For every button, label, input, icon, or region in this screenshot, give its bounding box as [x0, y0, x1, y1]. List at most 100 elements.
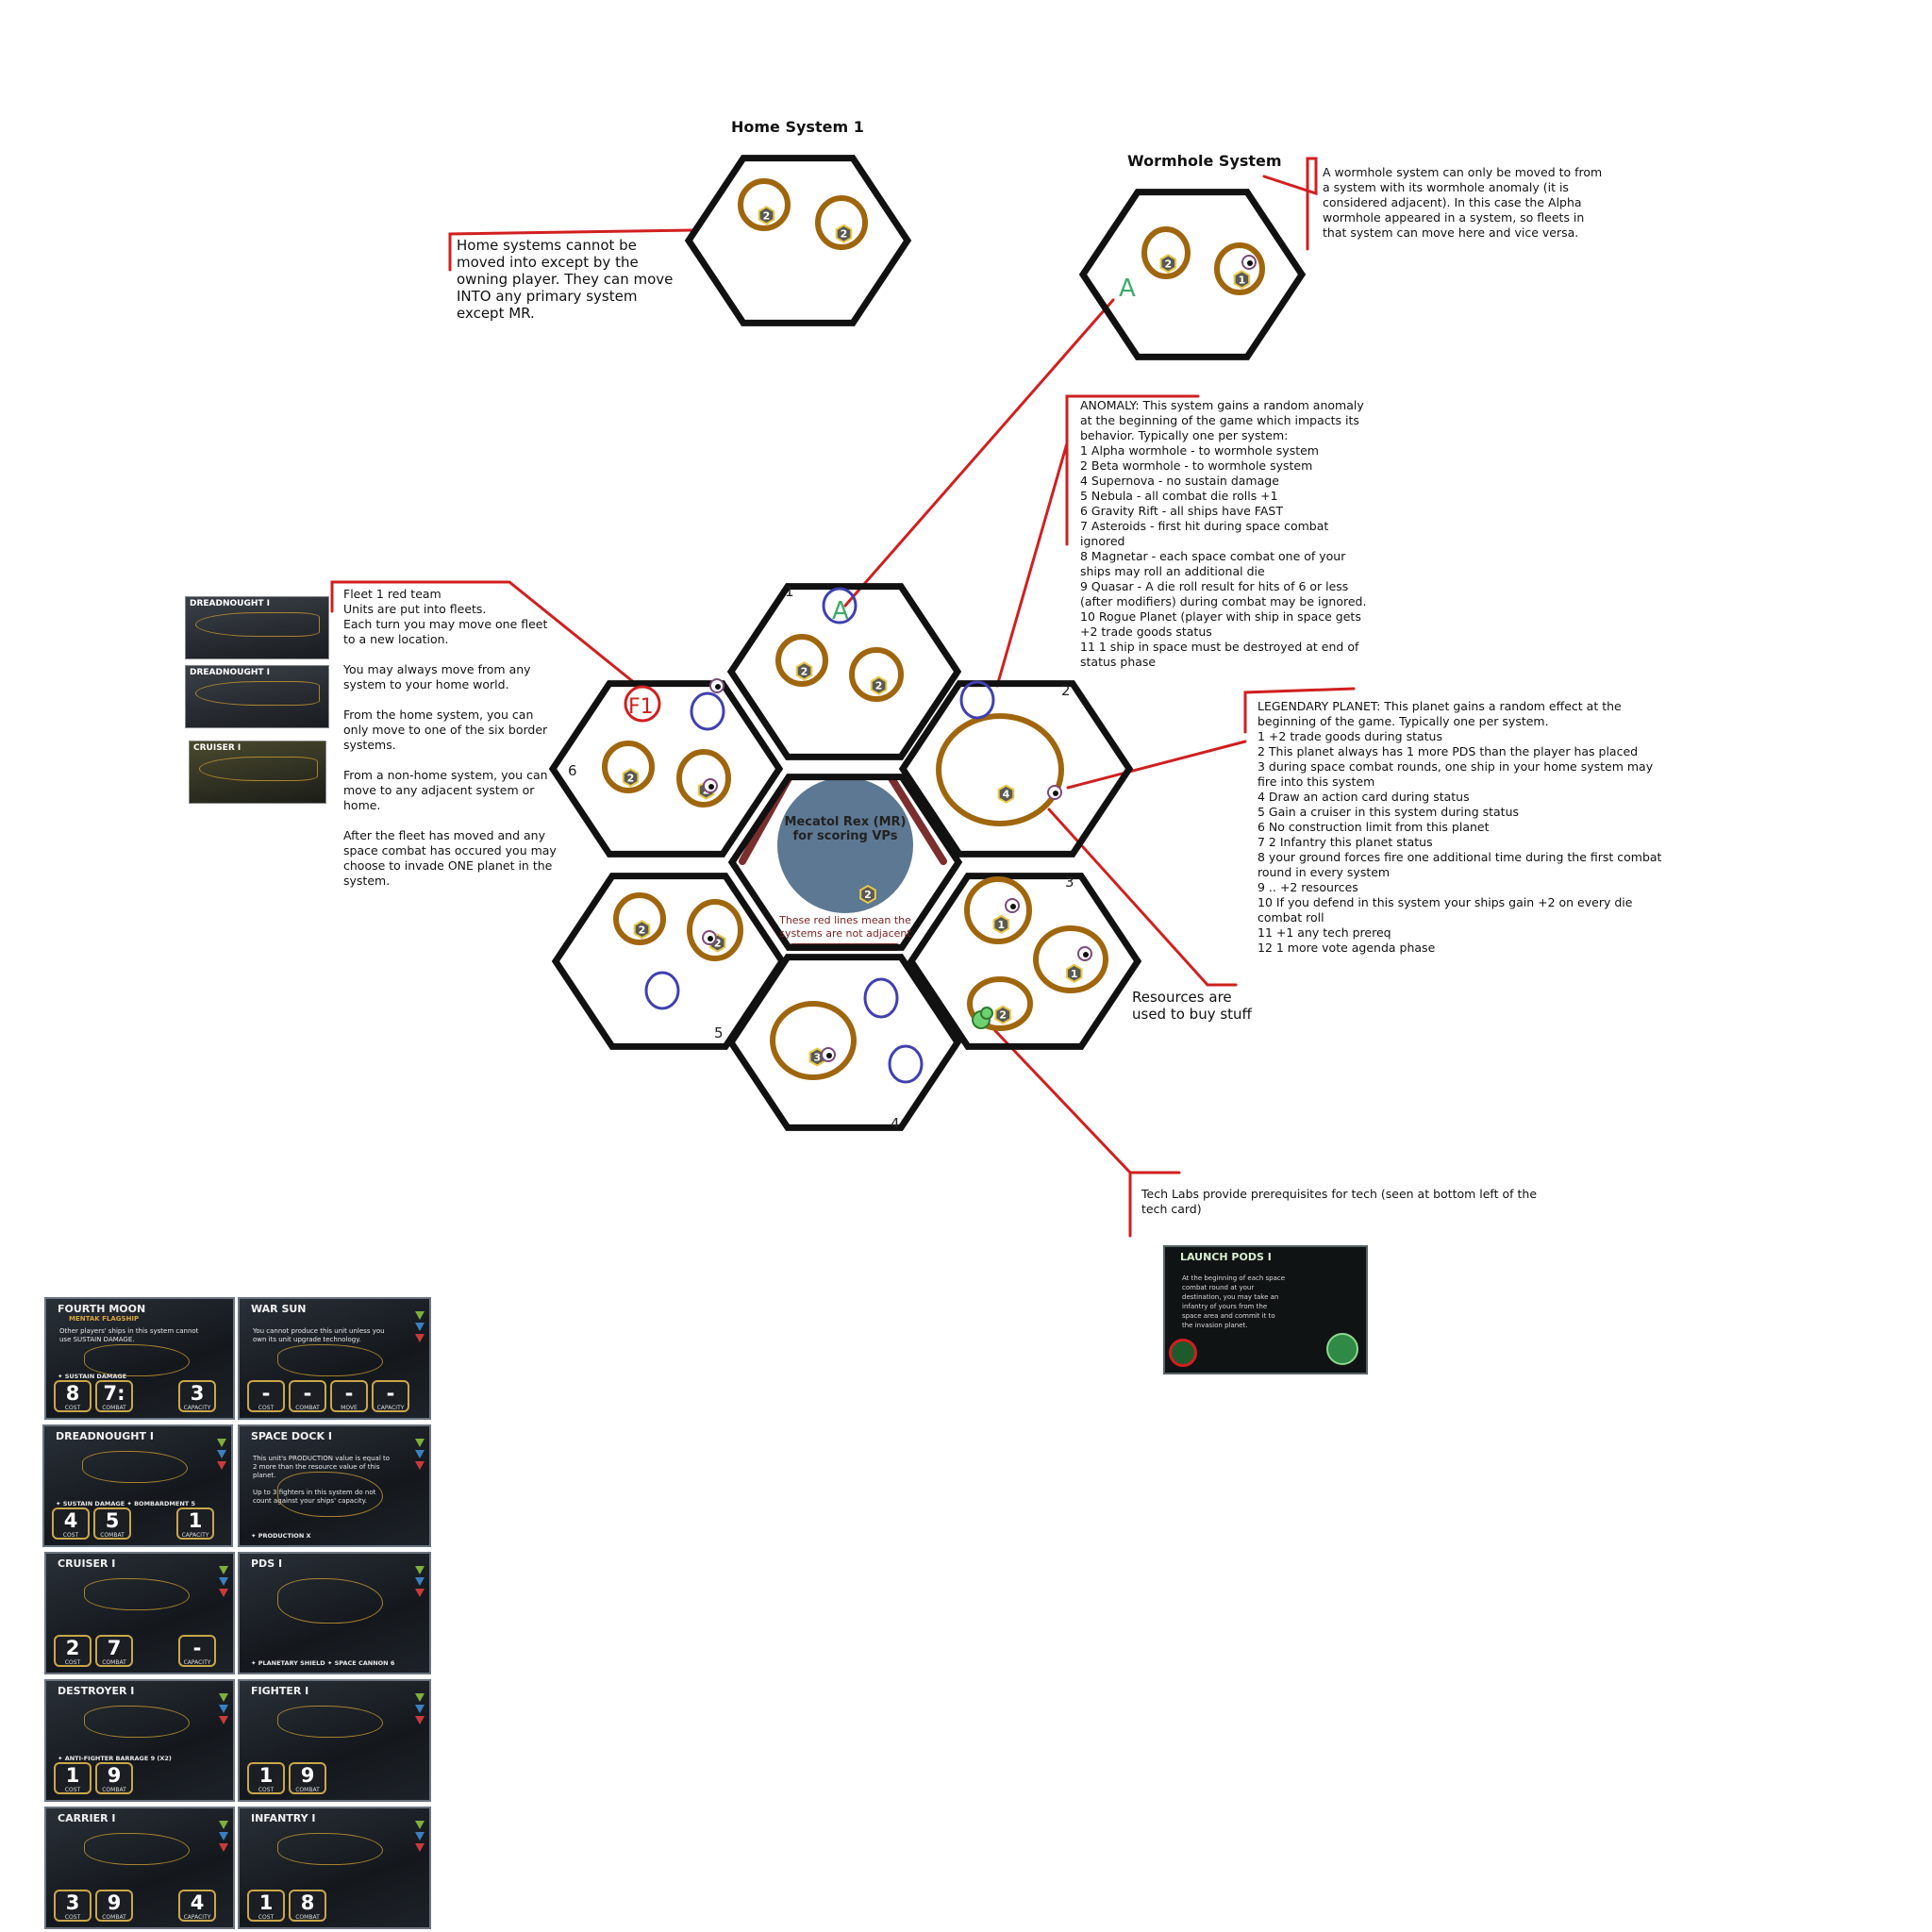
unit-card-text: Other players' ships in this system cann…: [59, 1327, 199, 1343]
planet[interactable]: [815, 195, 868, 250]
upgrade-icons: [414, 1818, 425, 1920]
tech-type-icon: [1326, 1333, 1358, 1365]
mecatol-rex-planet[interactable]: [777, 777, 913, 913]
system-3-hex[interactable]: [907, 873, 1142, 1050]
home-note-line: [448, 228, 695, 272]
system-5-hex[interactable]: [551, 873, 787, 1050]
mecatol-rex-hex[interactable]: [727, 774, 963, 951]
planet[interactable]: [849, 647, 904, 702]
unit-card-name: CRUISER I: [193, 743, 242, 753]
techlab-note-line: [982, 1017, 1181, 1238]
anomaly-marker[interactable]: [644, 971, 680, 1010]
unit-card-name: FIGHTER I: [251, 1685, 309, 1697]
system-number-5: 5: [714, 1024, 724, 1041]
unit-card-name: FOURTH MOON: [58, 1303, 146, 1315]
tech-card[interactable]: LAUNCH PODS I At the beginning of each s…: [1163, 1245, 1368, 1374]
wormhole-note-line: [1262, 157, 1318, 251]
upgrade-icons: [218, 1690, 229, 1792]
anomaly-marker[interactable]: [888, 1044, 924, 1084]
planet[interactable]: [738, 178, 791, 231]
fleet-label: F1: [628, 695, 654, 719]
upgrade-icons: [414, 1563, 425, 1665]
upgrade-icons: [218, 1563, 229, 1665]
resource-token: 2: [795, 661, 813, 681]
planet[interactable]: [936, 713, 1064, 826]
unit-stat: -COST: [247, 1380, 285, 1412]
planet[interactable]: [1141, 226, 1191, 279]
planet[interactable]: [687, 899, 743, 961]
unit-stat: -MOVE: [330, 1380, 368, 1412]
anomaly-marker[interactable]: [863, 977, 899, 1019]
fleet-unit-card[interactable]: DREADNOUGHT I: [185, 596, 329, 659]
planet[interactable]: [964, 876, 1032, 944]
anomaly-marker[interactable]: [690, 691, 725, 731]
fleet-unit-card[interactable]: DREADNOUGHT I: [185, 665, 329, 728]
legendary-marker-pupil: [1247, 260, 1253, 266]
unit-card[interactable]: PDS I✦ PLANETARY SHIELD ✦ SPACE CANNON 6: [238, 1552, 431, 1674]
unit-card[interactable]: DREADNOUGHT I✦ SUSTAIN DAMAGE ✦ BOMBARDM…: [42, 1424, 233, 1547]
upgrade-icons: [216, 1436, 227, 1538]
planet[interactable]: [1214, 242, 1265, 295]
resource-token: 2: [835, 224, 853, 243]
resource-token: 2: [758, 206, 775, 225]
wormhole-system-title: Wormhole System: [1127, 152, 1282, 170]
non-adjacent-lane: [888, 774, 947, 865]
ship-icon: [195, 612, 320, 637]
resource-token: 1: [1065, 963, 1083, 983]
anomaly-marker[interactable]: [959, 680, 995, 720]
unit-stat: -COMBAT: [289, 1380, 326, 1412]
unit-card-ability: ✦ PLANETARY SHIELD ✦ SPACE CANNON 6: [251, 1659, 395, 1667]
planet[interactable]: [967, 976, 1033, 1031]
planet[interactable]: [676, 749, 731, 808]
svg-text:2: 2: [841, 228, 848, 241]
unit-card-text: You cannot produce this unit unless you …: [253, 1327, 385, 1343]
planet[interactable]: [770, 1001, 857, 1080]
resource-token: 2: [1159, 254, 1177, 274]
tech-lab-icon: [980, 1007, 993, 1020]
tech-card-text: At the beginning of each space combat ro…: [1182, 1274, 1286, 1329]
planet[interactable]: [1033, 925, 1108, 993]
unit-card-name: INFANTRY I: [251, 1812, 316, 1824]
system-6-hex[interactable]: [548, 680, 784, 858]
home-system-hex[interactable]: [684, 155, 912, 326]
fleet-note: Fleet 1 red team Units are put into flee…: [343, 587, 557, 888]
wormhole-note: A wormhole system can only be moved to f…: [1323, 165, 1603, 240]
unit-card-name: CRUISER I: [58, 1557, 116, 1570]
resource-token: 2: [622, 768, 640, 788]
resources-note-line: [1047, 808, 1238, 987]
fleet-marker[interactable]: [624, 685, 661, 723]
resource-token: 2: [859, 884, 876, 905]
unit-card-ability: ✦ ANTI-FIGHTER BARRAGE 9 (X2): [58, 1755, 172, 1762]
system-1-hex[interactable]: [726, 583, 962, 760]
planet[interactable]: [602, 741, 655, 793]
planet[interactable]: [613, 892, 666, 945]
unit-card-name: DREADNOUGHT I: [190, 668, 271, 677]
system-number-2: 2: [1061, 682, 1071, 699]
legendary-marker-pupil: [1083, 952, 1089, 958]
mecatol-rex-label: Mecatol Rex (MR) for scoring VPs: [784, 815, 907, 843]
anomaly-marker[interactable]: [822, 587, 858, 625]
wormhole-system-hex[interactable]: [1078, 189, 1307, 360]
svg-text:1: 1: [997, 919, 1005, 931]
system-2-hex[interactable]: [898, 680, 1134, 858]
unit-card[interactable]: DESTROYER I✦ ANTI-FIGHTER BARRAGE 9 (X2)…: [44, 1679, 235, 1802]
upgrade-icons: [414, 1690, 425, 1792]
tech-prereq-icon: [1169, 1339, 1197, 1367]
svg-text:1: 1: [1071, 968, 1078, 980]
system-number-4: 4: [891, 1115, 900, 1132]
fleet-unit-card[interactable]: CRUISER I: [189, 741, 326, 804]
planet[interactable]: [775, 634, 828, 687]
